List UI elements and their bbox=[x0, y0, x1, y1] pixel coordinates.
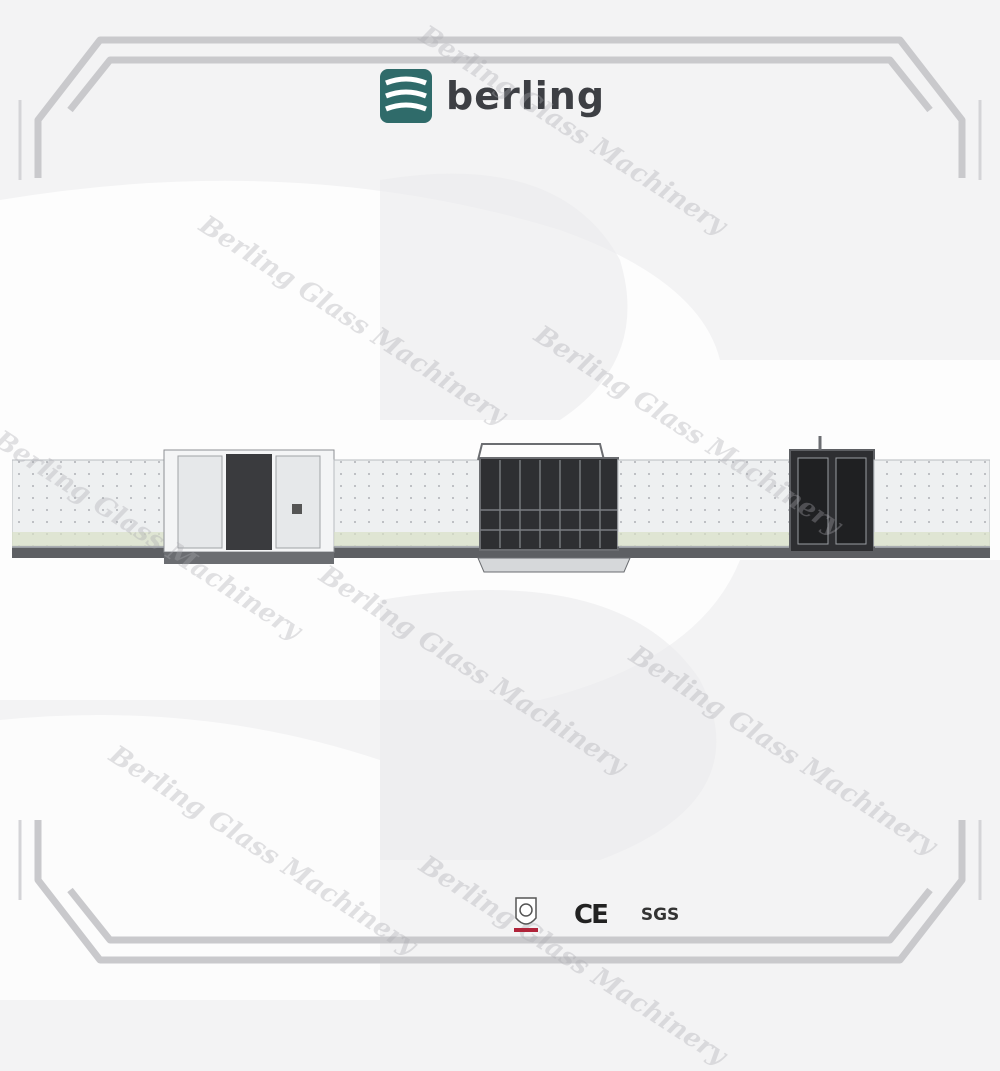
ce-mark: CE bbox=[574, 900, 609, 930]
glass-production-line bbox=[12, 436, 990, 573]
bureau-veritas-seal-icon bbox=[514, 897, 538, 932]
background-shape bbox=[0, 0, 1000, 1000]
certification-logos: CE SGS bbox=[512, 895, 679, 935]
decorative-frame bbox=[18, 36, 982, 964]
sgs-mark: SGS bbox=[640, 905, 680, 925]
brand-name: berling bbox=[446, 74, 606, 118]
brand-logo: berling bbox=[380, 68, 605, 124]
berling-b-icon bbox=[380, 69, 432, 123]
